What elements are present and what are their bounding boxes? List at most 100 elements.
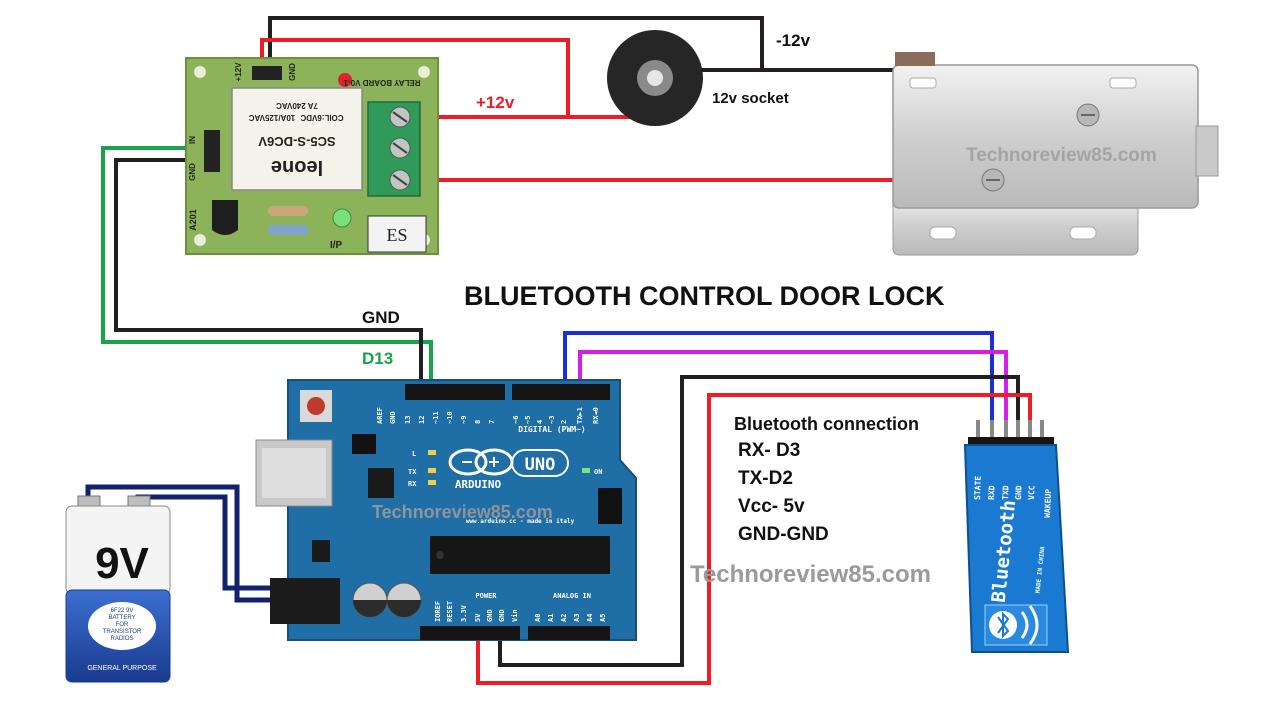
bluetooth-module: Bluetooth MADE IN CHINA STATE RXD TXD GN…	[963, 420, 1070, 653]
bt-connection-line-3: Vcc- 5v	[738, 496, 805, 517]
arduino-logo	[448, 448, 569, 477]
relay-pin-label-1: +12V	[234, 62, 243, 82]
arduino-pin-label: TX►1	[576, 407, 584, 424]
arduino-pin-label: GND	[498, 609, 506, 622]
arduino-pin-label: RX◄0	[592, 407, 600, 424]
bt-pin-label: WAKEUP	[1043, 489, 1053, 518]
arduino-digital-header-1	[405, 384, 505, 400]
relay-pin-label-3: IN	[188, 136, 197, 144]
arduino-led-on: ON	[594, 468, 602, 476]
bt-pin-label: VCC	[1027, 485, 1037, 500]
arduino-digital-header-2	[512, 384, 610, 400]
arduino-analog-pin-labels: A0 A1 A2 A3 A4 A5	[534, 614, 607, 622]
arduino-pin-label: ~11	[432, 411, 440, 424]
arduino-pin-label: IOREF	[434, 601, 442, 622]
arduino-model: UNO	[525, 455, 556, 475]
bt-connection-line-1: RX- D3	[738, 440, 800, 461]
relay-transistor	[212, 200, 238, 235]
lock-bolt	[1195, 125, 1219, 177]
watermark-lock: Technoreview85.com	[966, 145, 1157, 166]
arduino-pin-label: 2	[560, 420, 568, 424]
arduino-pin-label: ~6	[512, 416, 520, 424]
relay-power-led	[338, 73, 352, 87]
wire-black-bt-gnd	[498, 375, 1020, 667]
arduino-site: www.arduino.cc - made in italy	[466, 518, 575, 525]
arduino-pin-label: A1	[547, 614, 555, 622]
arduino-icsp-header	[598, 488, 622, 524]
relay-module: leone SC5-S-DC6V COIL:6VDC 10A/125VAC 7A…	[185, 57, 439, 255]
relay-body	[231, 87, 363, 191]
bt-pin-labels: STATE RXD TXD GND VCC WAKEUP	[973, 476, 1053, 519]
relay-board-id: A201	[188, 209, 198, 231]
arduino-pin-label: A2	[560, 614, 568, 622]
label-gnd: GND	[362, 308, 400, 327]
arduino-uno: UNO ARDUINO www.arduino.cc - made in ita…	[255, 379, 637, 641]
wire-magenta-tx	[578, 350, 1008, 425]
relay-top-header	[252, 66, 282, 80]
battery-label-line-2: BATTERY	[108, 615, 135, 621]
arduino-digital-header-label: DIGITAL (PWM~)	[518, 425, 585, 434]
arduino-pin-label: ~3	[548, 416, 556, 424]
arduino-pin-label: 7	[488, 420, 496, 424]
diagram-title: BLUETOOTH CONTROL DOOR LOCK	[464, 281, 945, 311]
arduino-pin-label: 5V	[474, 613, 482, 622]
arduino-pin-label: A0	[534, 614, 542, 622]
wire-navy-battery-1	[85, 484, 280, 603]
arduino-led-rx: RX	[408, 480, 417, 488]
bt-module-made-in: MADE IN CHINA	[1035, 546, 1047, 594]
relay-board-text: RELAY BOARD V0-1	[343, 78, 420, 87]
svg-text:ES: ES	[386, 225, 407, 245]
arduino-digital-pin-labels: AREF GND 13 12 ~11 ~10 ~9 8 7 ~6 ~5 4 ~3…	[376, 407, 600, 424]
arduino-pin-label: RESET	[446, 601, 454, 622]
wire-black-gnd	[114, 158, 423, 395]
bt-connection-line-2: TX-D2	[738, 468, 793, 489]
arduino-pin-label: 8	[474, 420, 482, 424]
battery-voltage: 9V	[95, 539, 149, 588]
relay-led-label: I/P	[330, 240, 343, 251]
arduino-pin-label: A5	[599, 614, 607, 622]
arduino-pin-label: 4	[536, 420, 544, 424]
arduino-analog-header-label: ANALOG IN	[553, 592, 591, 600]
battery-label-line-3: FOR	[116, 622, 129, 628]
relay-signal-led	[332, 208, 352, 228]
battery-label-line-5: RADIOS	[110, 636, 133, 642]
arduino-pin-label: 13	[404, 416, 412, 424]
bt-module-pcb	[963, 444, 1070, 653]
wire-green-d13	[101, 146, 433, 395]
wire-red-bt-vcc	[476, 393, 1032, 685]
relay-spec-1: COIL:6VDC	[300, 113, 343, 122]
arduino-dc-jack	[270, 578, 340, 624]
battery-label-line-1: 6F22 9V	[111, 608, 134, 614]
bt-pin-label: RXD	[987, 485, 997, 500]
arduino-pin-label: ~9	[460, 416, 468, 424]
arduino-pin-label: GND	[389, 411, 397, 424]
lock-body	[892, 64, 1199, 209]
bt-connection-heading: Bluetooth connection	[734, 414, 919, 434]
watermark-main: Technoreview85.com	[690, 561, 931, 588]
wires	[85, 16, 1032, 685]
relay-model: SC5-S-DC6V	[258, 134, 336, 149]
arduino-pin-label: 12	[418, 416, 426, 424]
watermark-arduino: Technoreview85.com	[372, 502, 553, 522]
arduino-led-tx: TX	[408, 468, 417, 476]
arduino-power-pin-labels: IOREF RESET 3.3V 5V GND GND Vin	[434, 601, 519, 622]
arduino-pin-label: A3	[573, 614, 581, 622]
label-12v-socket: 12v socket	[712, 90, 789, 107]
arduino-brand: ARDUINO	[455, 478, 502, 491]
arduino-power-header	[420, 626, 520, 640]
battery-9v: 9V 6F22 9V BATTERY FOR TRANSISTOR RADIOS…	[65, 495, 171, 683]
bt-pin-label: TXD	[1001, 485, 1011, 500]
relay-logo-block	[367, 215, 427, 253]
relay-brand: leone	[271, 156, 323, 178]
relay-resistor-1	[268, 206, 308, 216]
dc-socket	[607, 30, 703, 126]
relay-pin-label-4: GND	[188, 163, 197, 181]
arduino-usb-chip	[368, 468, 394, 498]
arduino-analog-header	[528, 626, 610, 640]
arduino-pin-label: A4	[586, 614, 594, 622]
arduino-pin-label: GND	[486, 609, 494, 622]
arduino-power-header-label: POWER	[475, 592, 497, 600]
relay-pin-label-2: GND	[288, 63, 297, 81]
solenoid-lock	[892, 52, 1219, 256]
